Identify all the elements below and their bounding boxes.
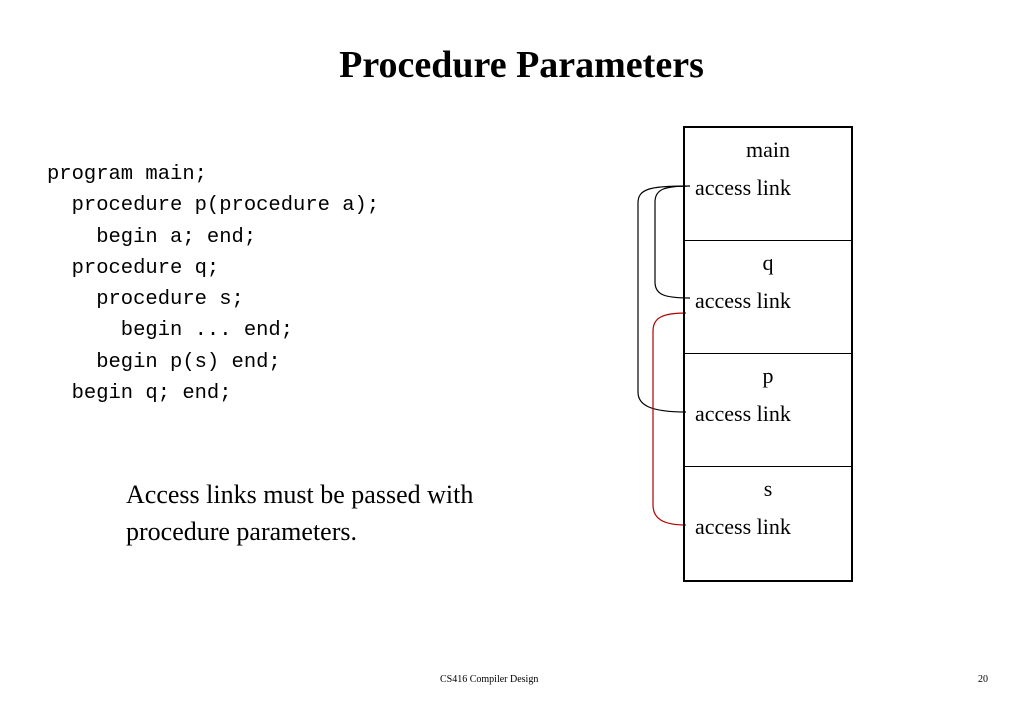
frame-p: p access link	[685, 354, 851, 467]
footer-page-number: 20	[978, 674, 988, 685]
frame-main: main access link	[685, 128, 851, 241]
access-link-p-to-main	[637, 185, 687, 413]
code-line: begin a; end;	[47, 225, 257, 249]
caption-line-2: procedure parameters.	[126, 517, 357, 546]
code-line: program main;	[47, 163, 207, 186]
frame-s: s access link	[685, 467, 851, 580]
frame-access-link: access link	[695, 288, 791, 313]
code-line: procedure p(procedure a);	[47, 194, 380, 218]
access-link-q-to-main	[654, 185, 691, 299]
code-line: procedure q;	[47, 256, 220, 280]
code-line: begin ... end;	[47, 319, 294, 343]
code-block: program main; procedure p(procedure a); …	[47, 159, 379, 409]
frame-access-link: access link	[695, 401, 791, 426]
frame-access-link: access link	[695, 175, 791, 200]
frame-q: q access link	[685, 241, 851, 354]
frame-name: main	[746, 137, 790, 162]
code-line: procedure s;	[47, 288, 244, 312]
caption-line-1: Access links must be passed with	[126, 480, 474, 509]
code-line: begin p(s) end;	[47, 350, 281, 374]
activation-record-stack: main access link q access link p access …	[683, 126, 853, 582]
slide-title: Procedure Parameters	[339, 44, 704, 86]
frame-name: q	[762, 250, 774, 275]
frame-name: p	[762, 363, 774, 388]
footer-course: CS416 Compiler Design	[440, 674, 539, 685]
caption: Access links must be passed with procedu…	[126, 476, 473, 550]
access-link-s-to-q	[652, 312, 687, 526]
code-line: begin q; end;	[47, 382, 232, 406]
frame-name: s	[763, 476, 773, 501]
frame-access-link: access link	[695, 514, 791, 539]
